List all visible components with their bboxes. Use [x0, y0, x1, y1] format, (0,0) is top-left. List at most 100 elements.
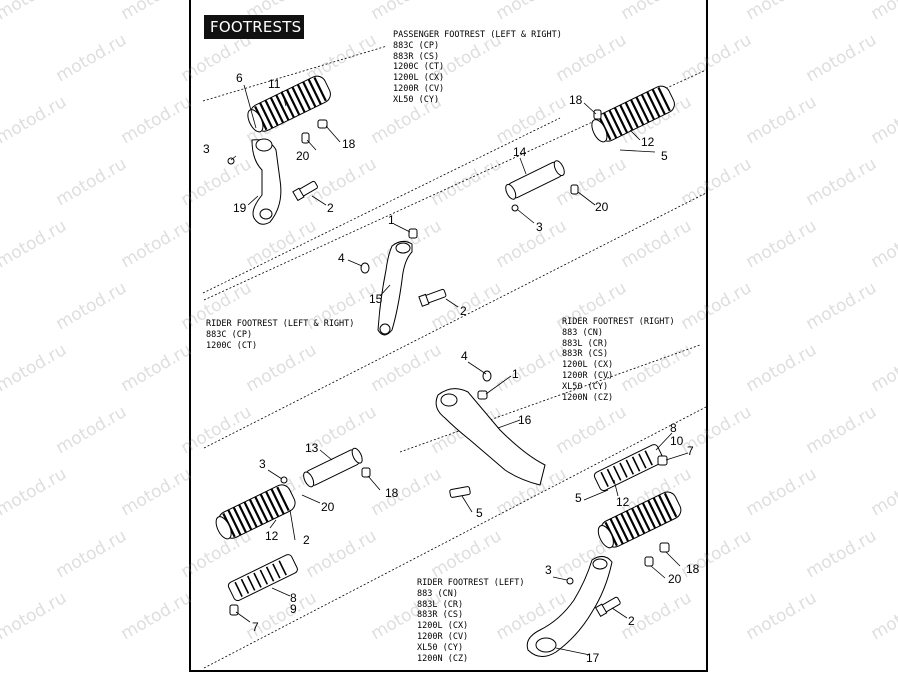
watermark-text: motod.ru	[53, 278, 131, 334]
watermark-text: motod.ru	[743, 340, 821, 396]
callout-number: 18	[385, 486, 399, 500]
watermark-text: motod.ru	[178, 526, 256, 582]
watermark-text: motod.ru	[303, 526, 381, 582]
watermark-text: motod.ru	[368, 464, 446, 520]
callout-number: 1	[388, 213, 395, 227]
watermark-text: motod.ru	[118, 0, 196, 24]
callout-number: 3	[259, 457, 266, 471]
watermark-text: motod.ru	[868, 340, 898, 396]
callout-number: 4	[338, 251, 345, 265]
watermark-text: motod.ru	[118, 216, 196, 272]
callout-number: 8	[670, 421, 677, 435]
callout-number: 2	[628, 614, 635, 628]
rider-left-model: 883R (CS)	[417, 610, 464, 621]
callout-number: 12	[616, 495, 630, 509]
rider-right-assembly	[280, 370, 546, 498]
rider-left-bracket	[526, 556, 621, 657]
callout-number: 17	[586, 651, 600, 665]
callout-number: 20	[296, 149, 310, 163]
watermark-text: motod.ru	[618, 216, 696, 272]
watermark-text: motod.ru	[0, 464, 70, 520]
passenger-right-assembly	[505, 85, 675, 212]
rider-left-model: XL50 (CY)	[417, 642, 464, 653]
callout-number: 2	[460, 304, 467, 318]
rider-lr-footrest-note: RIDER FOOTREST (LEFT & RIGHT) 883C (CP) …	[206, 319, 354, 351]
rider-left-pegs	[215, 484, 298, 616]
watermark-text: motod.ru	[53, 30, 131, 86]
rider-right-model: XL50 (CY)	[562, 381, 609, 392]
watermark-text: motod.ru	[0, 340, 70, 396]
rider-lr-footrest-heading: RIDER FOOTREST (LEFT & RIGHT)	[206, 319, 355, 329]
callout-number: 10	[670, 434, 684, 448]
watermark-text: motod.ru	[678, 278, 756, 334]
callout-number: 1	[512, 367, 519, 381]
callout-number: 19	[233, 201, 247, 215]
rider-right-pegs	[593, 444, 682, 567]
watermark-text: motod.ru	[743, 588, 821, 644]
rider-left-model: 1200N (CZ)	[417, 653, 469, 664]
watermark-text: motod.ru	[493, 0, 571, 24]
watermark-text: motod.ru	[118, 588, 196, 644]
callout-number: 12	[641, 135, 655, 149]
callout-number: 18	[342, 137, 356, 151]
rider-left-model: 1200R (CV)	[417, 631, 469, 642]
callout-number: 8	[290, 591, 297, 605]
callout-number: 18	[686, 562, 700, 576]
watermark-text: motod.ru	[0, 216, 70, 272]
watermark-text: motod.ru	[0, 0, 70, 24]
passenger-model: XL50 (CY)	[393, 94, 440, 105]
watermark-text: motod.ru	[803, 154, 881, 210]
callout-number: 20	[668, 572, 682, 586]
rider-right-model: 883R (CS)	[562, 349, 609, 360]
callout-number: 9	[290, 602, 297, 616]
watermark-text: motod.ru	[493, 216, 571, 272]
rider-left-model: 883L (CR)	[417, 599, 464, 610]
watermark-text: motod.ru	[368, 0, 446, 24]
watermark-text: motod.ru	[743, 464, 821, 520]
watermark-text: motod.ru	[678, 154, 756, 210]
callout-number: 15	[369, 292, 383, 306]
passenger-footrest-heading: PASSENGER FOOTREST (LEFT & RIGHT)	[393, 30, 562, 40]
watermark-text: motod.ru	[118, 92, 196, 148]
passenger-model: 883R (CS)	[393, 51, 440, 62]
callout-number: 3	[203, 142, 210, 156]
watermark-text: motod.ru	[0, 92, 70, 148]
rider-lr-model: 1200C (CT)	[206, 340, 258, 351]
watermark-text: motod.ru	[53, 402, 131, 458]
watermark-text: motod.ru	[868, 0, 898, 24]
callout-number: 14	[513, 145, 527, 159]
leader-lines	[230, 84, 689, 656]
callout-number: 20	[321, 500, 335, 514]
watermark-text: motod.ru	[178, 402, 256, 458]
callout-number: 13	[305, 441, 319, 455]
watermark-text: motod.ru	[0, 588, 70, 644]
watermark-text: motod.ru	[803, 278, 881, 334]
callout-number: 6	[236, 71, 243, 85]
watermark-text: motod.ru	[428, 154, 506, 210]
callout-number: 12	[265, 529, 279, 543]
watermark-text: motod.ru	[243, 216, 321, 272]
watermark-text: motod.ru	[618, 0, 696, 24]
passenger-model: 883C (CP)	[393, 40, 440, 51]
separator-lines	[202, 45, 707, 669]
watermark-text: motod.ru	[743, 216, 821, 272]
watermark-text: motod.ru	[803, 30, 881, 86]
rider-right-footrest-note: RIDER FOOTREST (RIGHT) 883 (CN) 883L (CR…	[562, 317, 675, 403]
rider-right-model: 1200L (CX)	[562, 360, 614, 371]
watermark-text: motod.ru	[803, 402, 881, 458]
rider-right-footrest-heading: RIDER FOOTREST (RIGHT)	[562, 317, 675, 327]
rider-left-model: 883 (CN)	[417, 588, 458, 599]
rider-right-model: 1200R (CV)	[562, 370, 614, 381]
rider-lr-bracket	[360, 228, 447, 336]
passenger-footrest-note: PASSENGER FOOTREST (LEFT & RIGHT) 883C (…	[393, 30, 562, 106]
watermark-text: motod.ru	[553, 402, 631, 458]
watermark-text: motod.ru	[493, 340, 571, 396]
callout-number: 4	[461, 349, 468, 363]
rider-right-model: 883 (CN)	[562, 327, 603, 338]
callout-number: 5	[476, 506, 483, 520]
callout-number: 18	[569, 93, 583, 107]
watermark-text: motod.ru	[743, 0, 821, 24]
